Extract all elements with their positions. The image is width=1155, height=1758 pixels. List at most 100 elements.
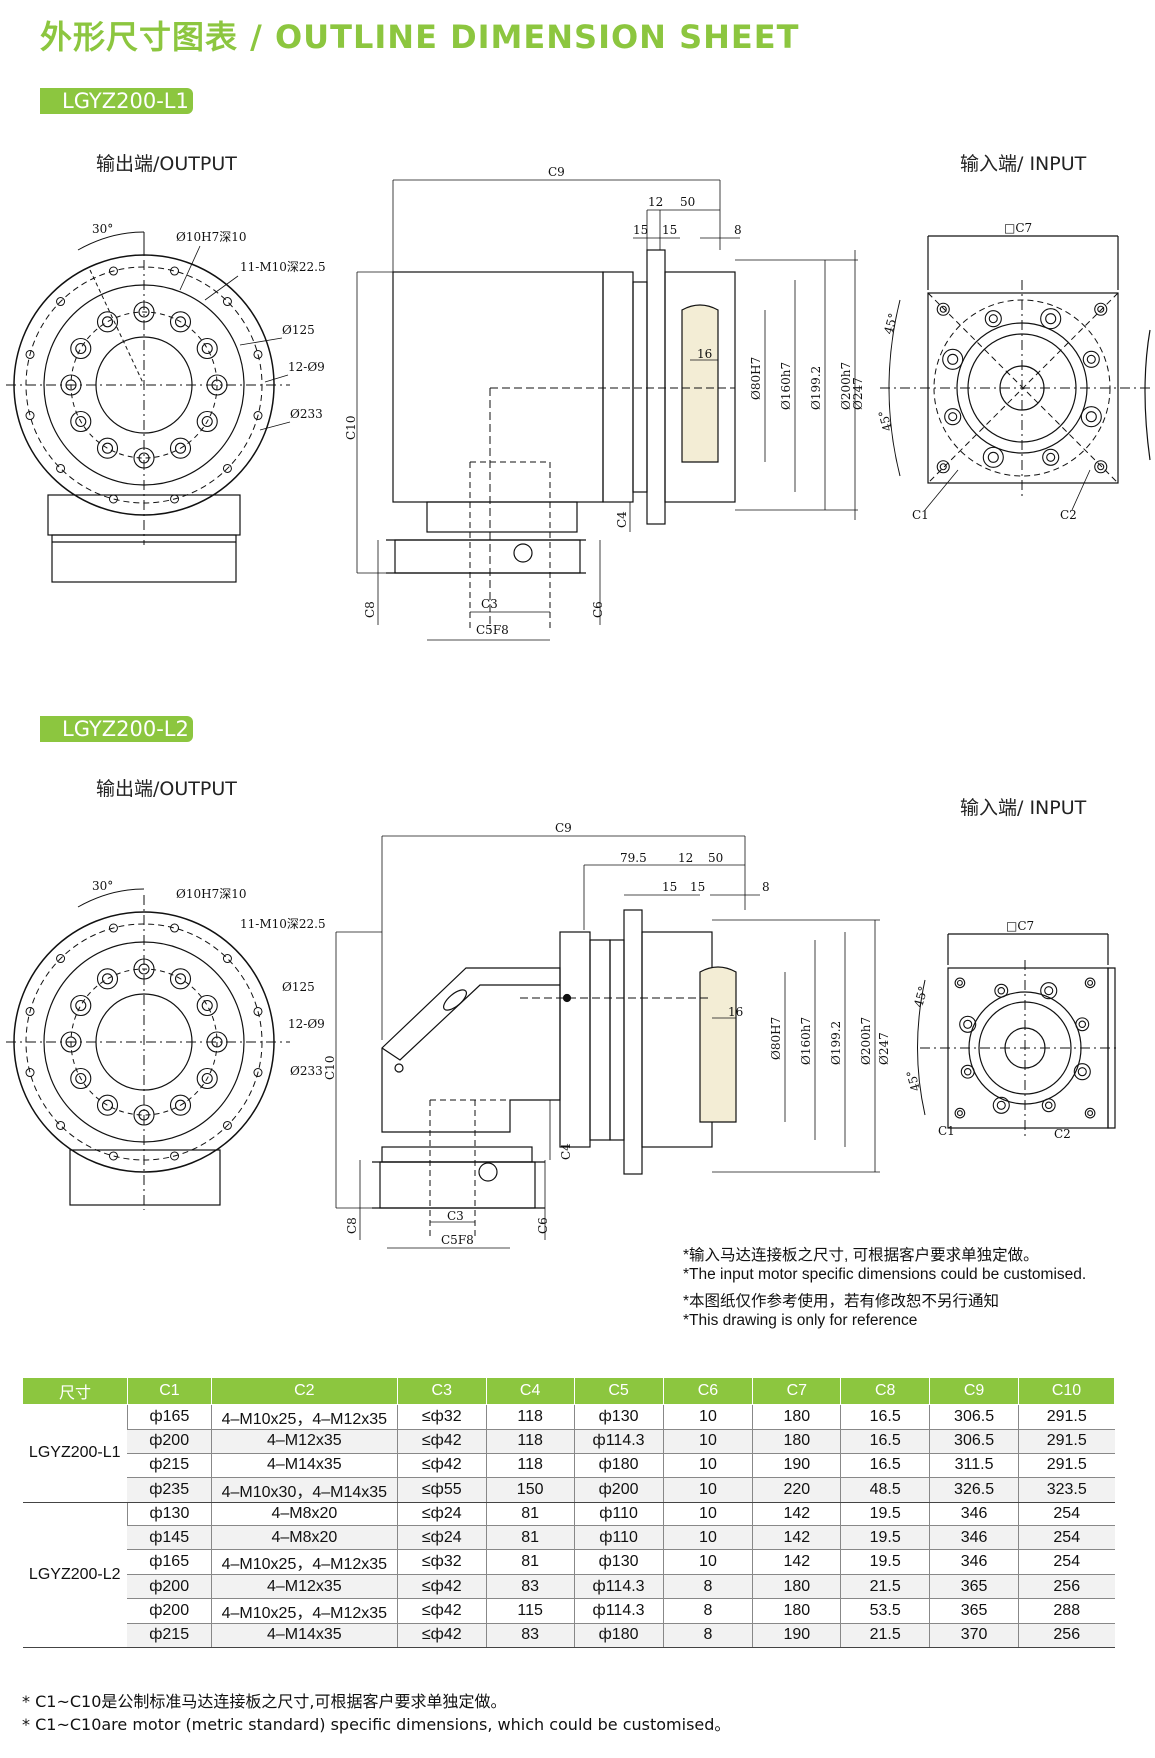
technical-drawings: 30° Ø10H7深10 11-M10深22.5 Ø125 12-Ø9 Ø233 [6,165,1151,1249]
table-cell-c10: 323.5 [1018,1477,1115,1503]
motor-hole [956,1110,963,1117]
label-15a-l1: 15 [633,223,648,237]
label-d200-l2: Ø200h7 [859,1017,873,1065]
table-cell-c1: ф165 [127,1549,212,1576]
tapped-hole [169,1094,192,1116]
table-cell-c3: ≤ф32 [396,1549,487,1576]
mounting-hole [25,1068,35,1078]
label-c5-l2: C5F8 [441,1233,474,1247]
table-cell-c7: 180 [752,1598,841,1624]
table-cell-c9: 346 [929,1549,1019,1576]
tapped-hole [133,958,155,980]
table-cell-c3: ≤ф55 [396,1477,487,1503]
table-cell-c1: ф235 [127,1477,212,1503]
table-cell-c9: 311.5 [929,1453,1019,1478]
label-tapped-l1: 11-M10深22.5 [240,260,326,274]
motor-hole [944,408,962,426]
table-header-c7: C7 [752,1377,842,1405]
tapped-hole [96,1094,119,1116]
table-cell-c7: 190 [752,1623,841,1648]
motor-hole [1097,463,1105,471]
motor-hole [1040,308,1062,330]
label-c3-l1: C3 [481,597,498,611]
tapped-hole [174,442,187,454]
motor-hole [942,348,964,370]
table-cell-c4: 118 [485,1453,575,1478]
motor-hole [1045,313,1057,325]
tapped-hole [201,342,213,355]
table-cell-c2: 4–M8x20 [210,1502,398,1527]
table-cell-c4: 83 [485,1623,575,1648]
page-title: 外形尺寸图表 / OUTLINE DIMENSION SHEET [40,18,800,56]
tapped-hole [60,1031,82,1053]
table-cell-c6: 10 [662,1404,753,1430]
mounting-hole [170,266,180,276]
tapped-hole [101,1099,114,1111]
table-header-size: 尺寸 [22,1377,128,1405]
motor-hole [987,451,999,463]
mounting-hole [222,954,232,964]
table-cell-c6: 8 [662,1574,753,1599]
label-angle45a-l1: 45° [881,312,900,336]
motor-hole [982,446,1004,468]
table-cell-c7: 142 [752,1502,841,1527]
output-flange-view-l1 [6,231,290,583]
mounting-hole [170,923,180,933]
tapped-hole [169,437,192,459]
tapped-hole [133,1104,155,1126]
label-angle45b-l1: 45° [876,409,895,433]
motor-hole [960,1064,975,1079]
output-flange-holes-l2 [25,923,263,1161]
label-d233-l1: Ø233 [290,407,323,421]
table-cell-c8: 16.5 [840,1453,930,1478]
table-header-c3: C3 [396,1377,487,1405]
motor-hole [956,979,963,986]
motor-hole [947,353,959,365]
mounting-hole [56,297,66,307]
tapped-hole [138,1109,150,1121]
mounting-hole [108,1151,118,1161]
motor-hole [988,314,998,324]
tapped-hole [70,410,92,433]
motor-hole [1082,350,1100,368]
tapped-hole [133,301,155,323]
tapped-hole [101,973,114,985]
tapped-hole [138,306,150,318]
tapped-hole [75,1072,87,1085]
table-cell-c5: ф130 [573,1549,664,1576]
input-flange-view-l1 [880,235,1151,500]
table-cell-c8: 19.5 [840,1502,930,1527]
note-motor-cn: *输入马达连接板之尺寸, 可根据客户要求单独定做。 [683,1247,1039,1264]
motor-hole [1075,1017,1090,1032]
table-cell-c9: 346 [929,1525,1019,1551]
label-c6-l1: C6 [591,601,605,618]
table-cell-c3: ≤ф42 [396,1429,487,1454]
label-15b-l1: 15 [662,223,677,237]
label-50-l2: 50 [708,851,723,865]
label-12-l1: 12 [648,195,663,209]
table-cell-c8: 21.5 [840,1574,930,1599]
table-cell-c5: ф114.3 [573,1574,664,1599]
table-cell-c1: ф130 [126,1502,212,1527]
label-d247-l1: Ø247 [851,377,865,410]
tapped-hole [211,1036,223,1048]
tapped-hole [206,1031,228,1053]
label-c2-l1: C2 [1060,508,1077,522]
table-cell-c9: 326.5 [929,1477,1019,1503]
tapped-hole [101,442,114,454]
table-cell-c1: ф200 [127,1598,212,1624]
motor-hole [1094,302,1108,316]
table-cell-c3: ≤ф32 [396,1404,487,1430]
table-cell-c5: ф114.3 [573,1429,664,1454]
table-cell-c2: 4–M12x35 [210,1574,398,1599]
side-view-dimensions-l1 [356,179,858,641]
table-model-cell: LGYZ200-L2 [22,1502,128,1648]
input-flange-view-l2 [917,933,1120,1140]
note-reference-cn: *本图纸仅作参考使用，若有修改恕不另行通知 [683,1293,1000,1310]
output-flange-view-l2 [6,888,290,1210]
label-c8-l1: C8 [363,601,377,618]
table-cell-c9: 370 [929,1623,1019,1648]
